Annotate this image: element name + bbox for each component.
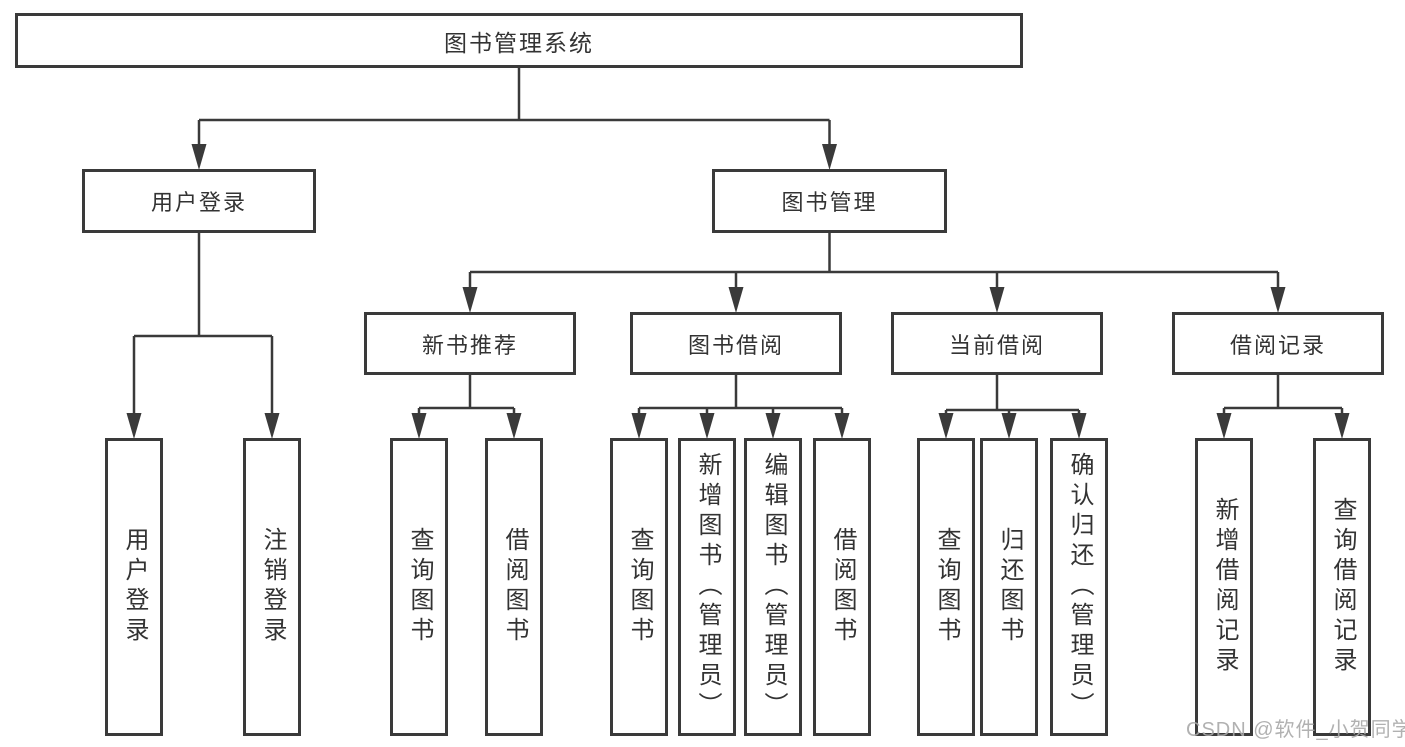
- arrowhead-icon: [728, 287, 744, 313]
- node-leaf-query-book-3: 查询图书: [917, 438, 975, 736]
- leaf-query-book-2-label: 查询图书: [626, 527, 653, 647]
- leaf-add-book-label: 新增图书（管理员）: [694, 452, 721, 722]
- leaf-query-book-3-label: 查询图书: [933, 527, 960, 647]
- connector-user-login: [126, 233, 280, 439]
- leaf-query-book-1-label: 查询图书: [406, 527, 433, 647]
- arrowhead-icon: [938, 413, 954, 439]
- node-leaf-edit-book: 编辑图书（管理员）: [744, 438, 802, 736]
- leaf-add-borrow-record-label: 新增借阅记录: [1211, 497, 1238, 677]
- arrowhead-icon: [699, 413, 715, 439]
- arrowhead-icon: [1071, 413, 1087, 439]
- arrowhead-icon: [765, 413, 781, 439]
- arrowhead-icon: [506, 413, 522, 439]
- borrow-records-label: 借阅记录: [1229, 332, 1326, 358]
- connector-current-borrow: [938, 375, 1087, 439]
- node-leaf-add-borrow-record: 新增借阅记录: [1195, 438, 1253, 736]
- node-leaf-user-login: 用户登录: [105, 438, 163, 736]
- node-leaf-query-book-1: 查询图书: [390, 438, 448, 736]
- node-current-borrow: 当前借阅: [891, 312, 1103, 375]
- connector-new-book-rec: [411, 375, 522, 439]
- arrowhead-icon: [191, 144, 207, 170]
- node-borrow-records: 借阅记录: [1172, 312, 1384, 375]
- arrowhead-icon: [834, 413, 850, 439]
- node-leaf-add-book: 新增图书（管理员）: [678, 438, 736, 736]
- book-borrow-label: 图书借阅: [687, 332, 784, 358]
- arrowhead-icon: [126, 413, 142, 439]
- connector-root: [191, 68, 837, 170]
- current-borrow-label: 当前借阅: [948, 332, 1045, 358]
- arrowhead-icon: [264, 413, 280, 439]
- node-root: 图书管理系统: [15, 13, 1023, 68]
- arrowhead-icon: [411, 413, 427, 439]
- node-leaf-borrow-book-2: 借阅图书: [813, 438, 871, 736]
- node-leaf-query-borrow-record: 查询借阅记录: [1313, 438, 1371, 736]
- arrowhead-icon: [1216, 413, 1232, 439]
- leaf-logout-label: 注销登录: [259, 527, 286, 647]
- watermark: CSDN @软件_小贺同学: [1186, 719, 1405, 741]
- root-label: 图书管理系统: [444, 29, 594, 56]
- node-leaf-borrow-book-1: 借阅图书: [485, 438, 543, 736]
- leaf-confirm-return-label: 确认归还（管理员）: [1066, 452, 1093, 722]
- leaf-query-borrow-record-label: 查询借阅记录: [1329, 497, 1356, 677]
- user-login-label: 用户登录: [150, 190, 247, 215]
- leaf-return-book-label: 归还图书: [996, 527, 1023, 647]
- connector-book-mgmt: [462, 233, 1286, 313]
- connector-borrow-records: [1216, 375, 1350, 439]
- node-leaf-logout: 注销登录: [243, 438, 301, 736]
- node-user-login: 用户登录: [82, 169, 316, 233]
- leaf-borrow-book-1-label: 借阅图书: [501, 527, 528, 647]
- book-mgmt-label: 图书管理: [781, 190, 878, 215]
- arrowhead-icon: [822, 144, 837, 170]
- node-book-borrow: 图书借阅: [630, 312, 842, 375]
- leaf-borrow-book-2-label: 借阅图书: [829, 527, 856, 647]
- new-book-rec-label: 新书推荐: [421, 332, 518, 358]
- leaf-user-login-label: 用户登录: [121, 527, 148, 647]
- arrowhead-icon: [462, 287, 478, 313]
- arrowhead-icon: [1270, 287, 1286, 313]
- leaf-edit-book-label: 编辑图书（管理员）: [760, 452, 787, 722]
- node-book-mgmt: 图书管理: [712, 169, 947, 233]
- node-new-book-rec: 新书推荐: [364, 312, 576, 375]
- node-leaf-return-book: 归还图书: [980, 438, 1038, 736]
- connector-book-borrow: [631, 375, 850, 439]
- arrowhead-icon: [989, 287, 1005, 313]
- arrowhead-icon: [1334, 413, 1350, 439]
- node-leaf-query-book-2: 查询图书: [610, 438, 668, 736]
- arrowhead-icon: [1001, 413, 1017, 439]
- node-leaf-confirm-return: 确认归还（管理员）: [1050, 438, 1108, 736]
- arrowhead-icon: [631, 413, 647, 439]
